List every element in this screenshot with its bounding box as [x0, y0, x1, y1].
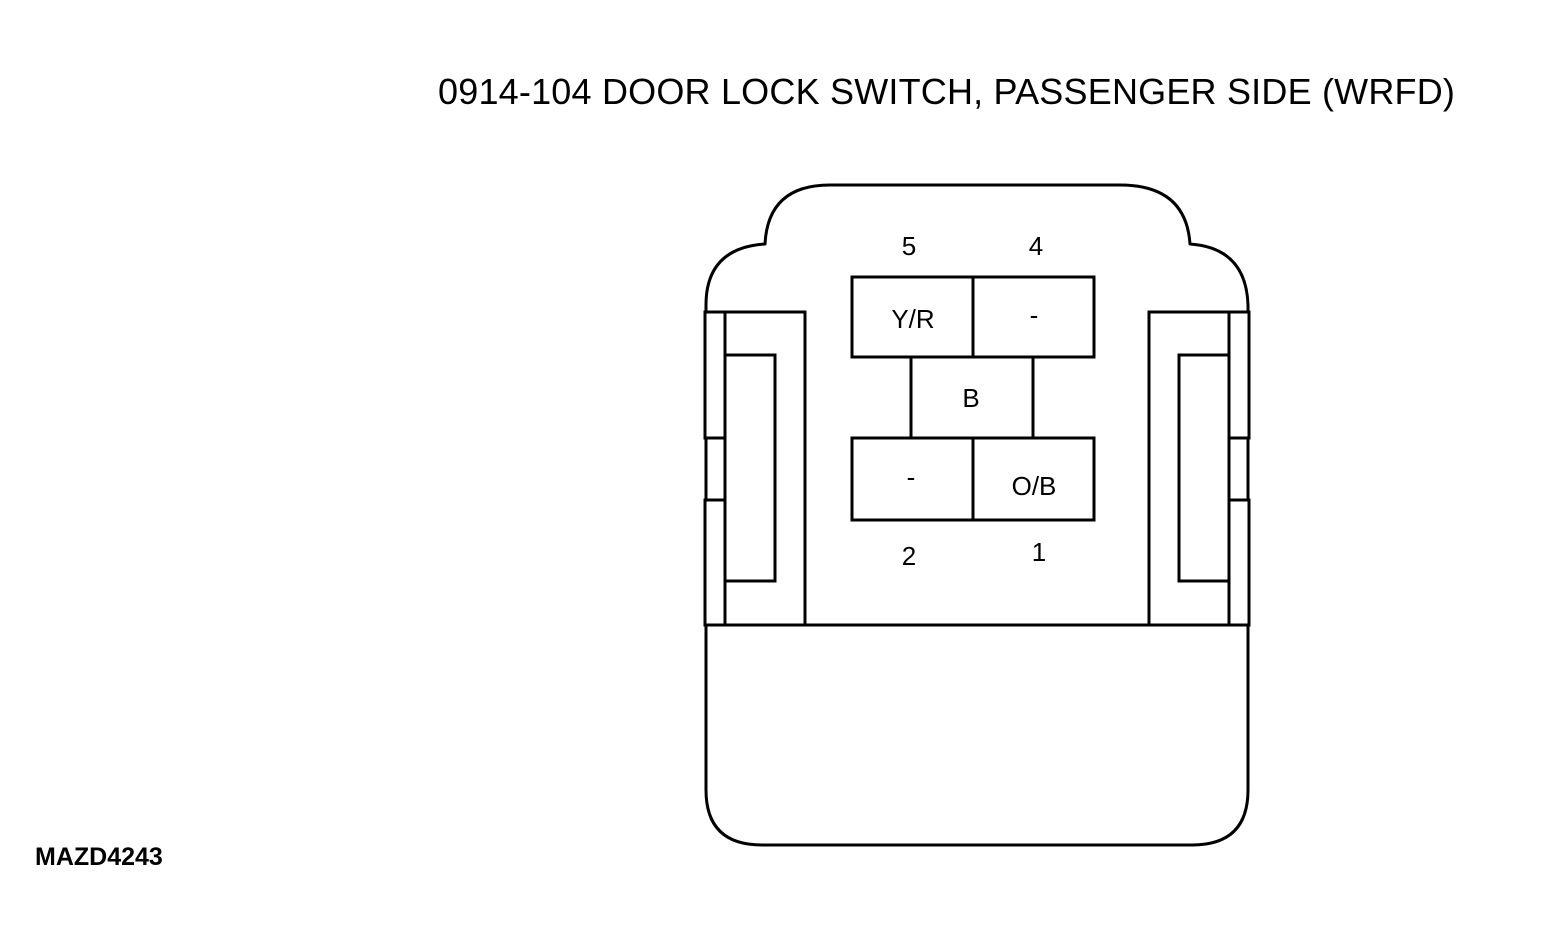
pin-4-cavity	[971, 275, 1096, 359]
pin-4-wire-label: -	[1030, 300, 1039, 330]
pin-5-number: 5	[902, 231, 916, 261]
pin-5-wire-label: Y/R	[891, 304, 934, 334]
pin-1-number: 1	[1032, 537, 1046, 567]
connector-housing	[704, 183, 1250, 847]
diagram-title: 0914-104 DOOR LOCK SWITCH, PASSENGER SID…	[438, 71, 1456, 112]
pin-5-cavity	[850, 275, 975, 359]
figure-id: MAZD4243	[35, 843, 163, 871]
right-latch	[1147, 310, 1251, 627]
pin-3-cavity	[909, 355, 1035, 440]
pin-3-wire-label: B	[962, 383, 979, 413]
terminal-block: Y/R - B - O/B 5 4 2 1	[850, 231, 1096, 571]
pin-4-number: 4	[1029, 231, 1043, 261]
pin-2-wire-label: -	[907, 462, 916, 492]
pin-2-number: 2	[902, 541, 916, 571]
pin-1-wire-label: O/B	[1012, 471, 1057, 501]
left-latch	[703, 310, 807, 627]
pin-1-cavity	[971, 436, 1096, 522]
